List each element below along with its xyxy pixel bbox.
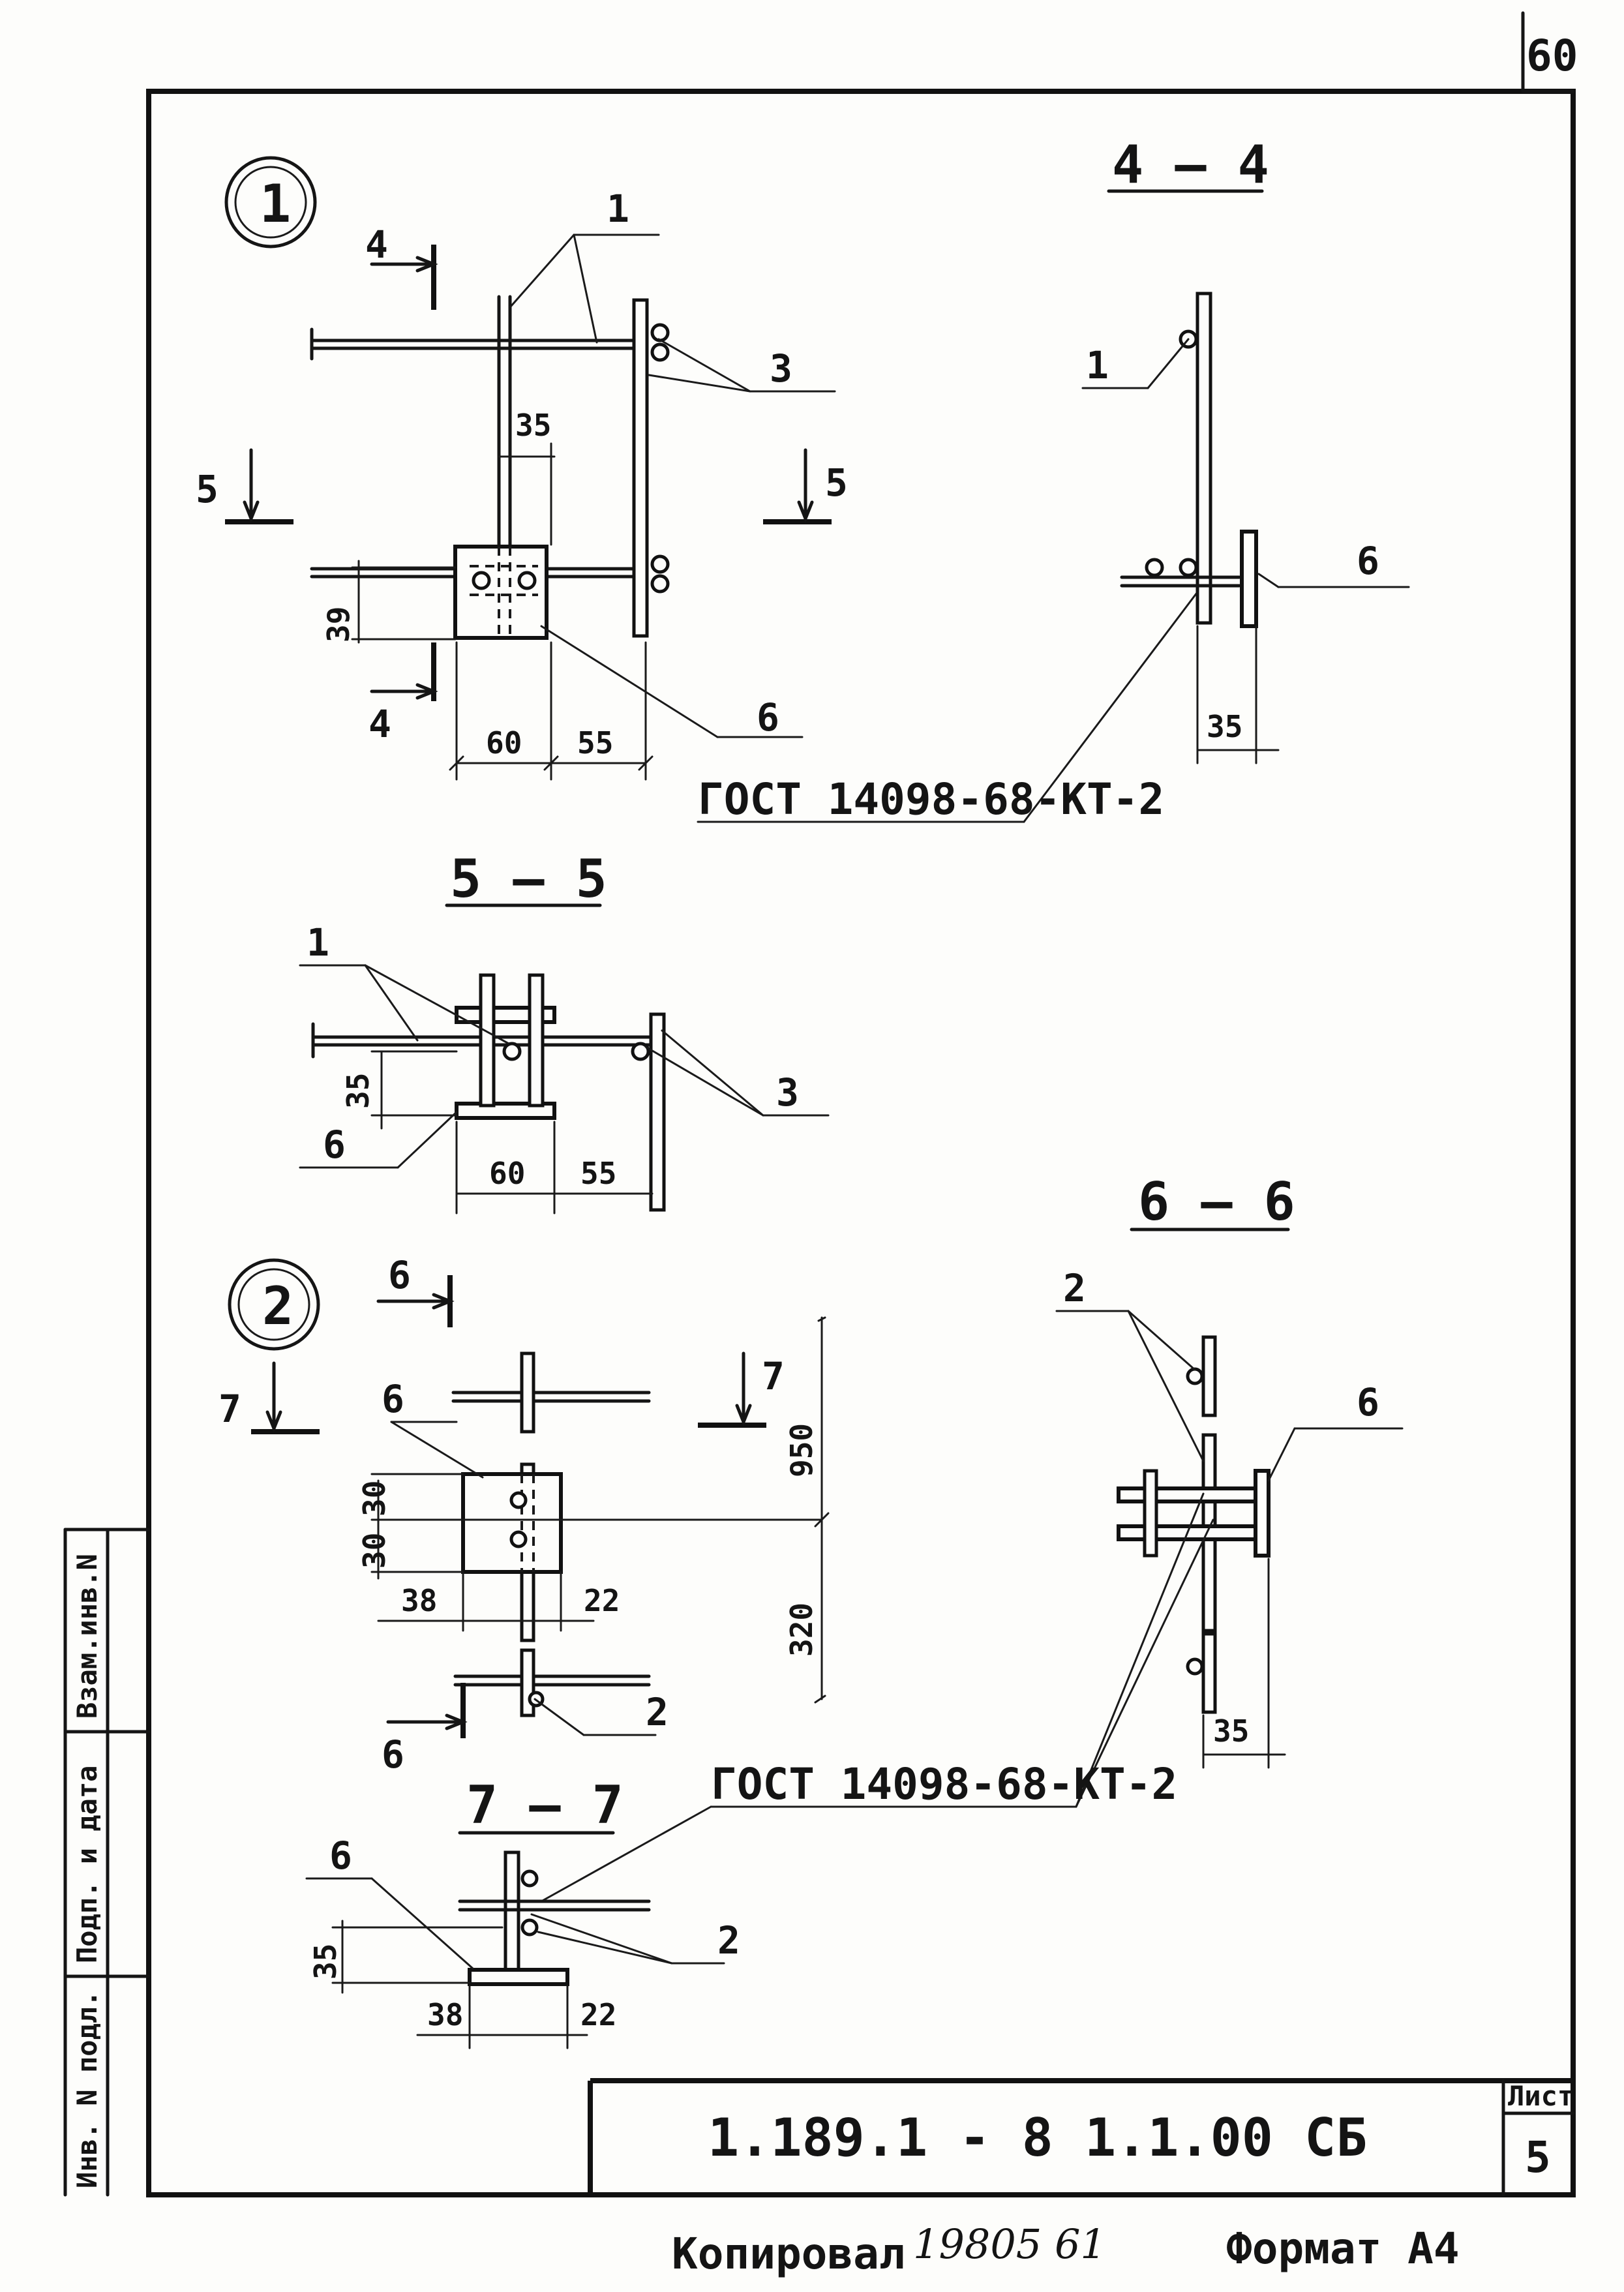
node-1-dim-39: 39	[321, 607, 356, 642]
node-2-dim-22: 22	[584, 1583, 620, 1618]
node-1-cut-marks	[225, 245, 832, 701]
stamp-podp-data: Подп. и дата	[71, 1766, 103, 1963]
node-2-marker-label: 2	[262, 1276, 293, 1336]
title-block	[588, 2078, 1575, 2197]
node-1-marker-label: 1	[260, 173, 291, 234]
cut-7-right-label: 7	[762, 1354, 785, 1398]
node-2-dim-30-a: 30	[357, 1481, 392, 1516]
section-6-6-callout-2: 2	[1063, 1266, 1086, 1310]
section-7-7-callout-2: 2	[717, 1918, 740, 1963]
node-1-dim-60: 60	[486, 725, 522, 761]
section-7-7-dim-22: 22	[580, 1997, 616, 2032]
copied-label: Копировал	[672, 2229, 905, 2279]
node-2-dim-950: 950	[784, 1423, 819, 1477]
copied-number: 19805 61	[913, 2220, 1106, 2268]
callout-1: 1	[607, 187, 629, 231]
node-1-marker	[224, 156, 317, 249]
section-6-6-title: 6 — 6	[1138, 1171, 1295, 1232]
section-7-7-view	[305, 1850, 725, 2049]
section-4-4-callout-1: 1	[1086, 343, 1109, 387]
node-2-cut-marks	[251, 1275, 766, 1738]
cut-7-left-label: 7	[218, 1387, 241, 1431]
node-2-callout-2: 2	[646, 1690, 669, 1734]
node-2-callout-6: 6	[382, 1377, 404, 1421]
node-1-dim-35: 35	[515, 408, 551, 443]
cut-6-top-label: 6	[388, 1253, 411, 1297]
node-1-dimension-lines	[351, 442, 654, 781]
format-label: Формат А4	[1226, 2224, 1460, 2274]
document-code: 1.189.1 - 8 1.1.00 СБ	[708, 2107, 1367, 2168]
node-2-dim-38: 38	[401, 1583, 437, 1618]
section-4-4-title: 4 — 4	[1112, 134, 1269, 195]
section-5-5-title: 5 — 5	[450, 849, 607, 909]
cut-5-left-label: 5	[196, 467, 218, 511]
section-7-7-dim-35: 35	[308, 1944, 343, 1980]
section-5-5-callout-6: 6	[323, 1123, 346, 1167]
section-4-4-dim-35: 35	[1207, 709, 1242, 744]
section-5-5-view	[299, 964, 830, 1214]
side-stamp	[63, 1528, 151, 2197]
node-2-dimension-lines	[370, 1421, 657, 1736]
section-5-5-callout-1: 1	[307, 920, 329, 965]
page-number: 60	[1526, 31, 1578, 81]
callout-6: 6	[757, 695, 779, 740]
weld-note-2: ГОСТ 14098-68-КТ-2	[711, 1759, 1177, 1809]
section-4-4-callout-6: 6	[1357, 539, 1379, 583]
node-2-plan-view	[390, 1316, 830, 1717]
cut-4-bottom-label: 4	[368, 702, 391, 746]
stamp-vzam-inv: Взам.инв.N	[71, 1554, 103, 1719]
cut-6-bottom-label: 6	[382, 1732, 404, 1777]
cut-4-top-label: 4	[365, 222, 388, 267]
section-6-6-view	[1055, 1310, 1404, 1769]
node-2-dim-30-b: 30	[357, 1533, 392, 1569]
section-7-7-dim-38: 38	[427, 1997, 463, 2032]
node-2-dim-320: 320	[784, 1603, 819, 1657]
section-5-5-dim-35: 35	[340, 1073, 376, 1109]
section-5-5-callout-3: 3	[776, 1070, 799, 1115]
node-1-leaders	[509, 234, 1200, 823]
sheet-label: Лист	[1508, 2080, 1574, 2112]
cut-5-right-label: 5	[825, 460, 848, 505]
stamp-inv-podl: Инв. N подл.	[71, 1991, 103, 2188]
callout-3: 3	[770, 346, 792, 391]
section-6-6-dim-35: 35	[1213, 1713, 1249, 1749]
section-7-7-callout-6: 6	[329, 1833, 352, 1878]
node-1-plan-view	[310, 295, 670, 640]
section-6-6-callout-6: 6	[1357, 1380, 1379, 1425]
sheet-number: 5	[1525, 2132, 1551, 2182]
section-5-5-dim-60: 60	[489, 1156, 525, 1191]
section-7-7-title: 7 — 7	[466, 1775, 624, 1835]
weld-note-1: ГОСТ 14098-68-КТ-2	[698, 774, 1164, 824]
node-2-weld-leaders	[540, 1492, 1214, 1903]
sheet-frame	[146, 11, 1576, 2197]
node-1-dim-55: 55	[577, 725, 613, 761]
section-5-5-dim-55: 55	[580, 1156, 616, 1191]
section-4-4-view	[1081, 292, 1410, 764]
node-2-marker	[228, 1258, 320, 1351]
